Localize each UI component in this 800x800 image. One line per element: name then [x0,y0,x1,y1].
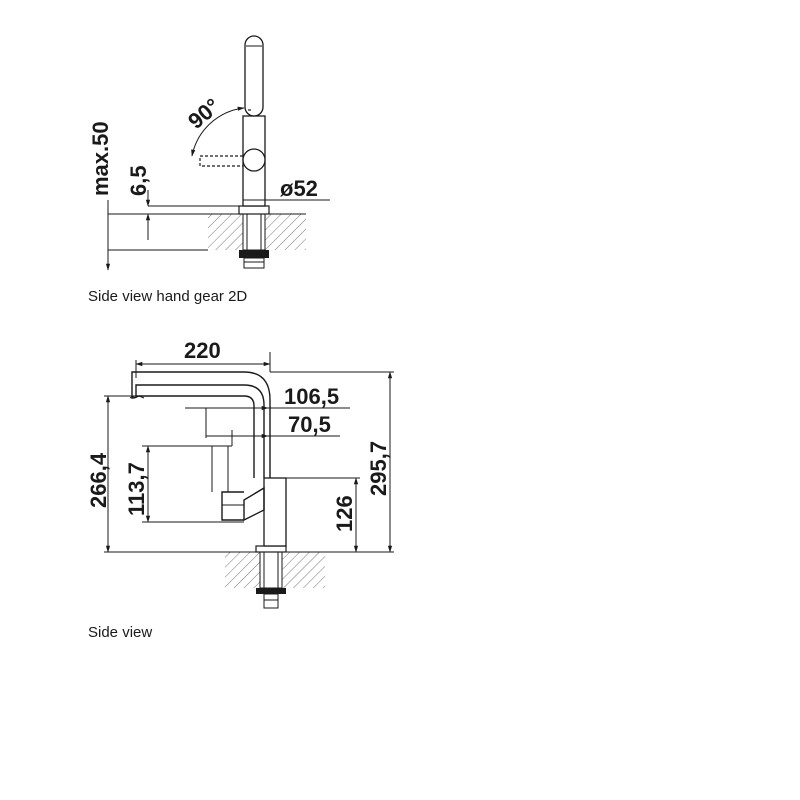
hand-gear-caption: Side view hand gear 2D [88,288,248,305]
dim-reach: 220 [184,338,221,363]
mounting-shank [242,213,266,251]
side-base-plate [255,545,287,553]
dim-max-height: max.50 [88,121,113,196]
hand-gear-drawing [105,35,330,271]
dim-total-height: 295,7 [366,441,391,496]
dim-lever-offset: 70,5 [288,412,331,437]
upper-spout [244,35,264,117]
dim-diameter: ø52 [280,176,318,201]
side-view-drawing [104,352,394,609]
dim-body-height: 126 [332,495,357,532]
dim-height-under-spout: 266,4 [86,452,111,508]
lever-hub [242,148,266,172]
dim-angle: 90° [183,93,225,134]
connection-nut [239,250,269,258]
dim-lever-height: 113,7 [124,462,149,516]
base-plate [238,205,270,215]
dim-spout-offset: 106,5 [284,384,339,409]
side-view-caption: Side view [88,624,153,641]
side-tap-body [263,477,287,547]
dim-offset: 6,5 [126,165,151,196]
